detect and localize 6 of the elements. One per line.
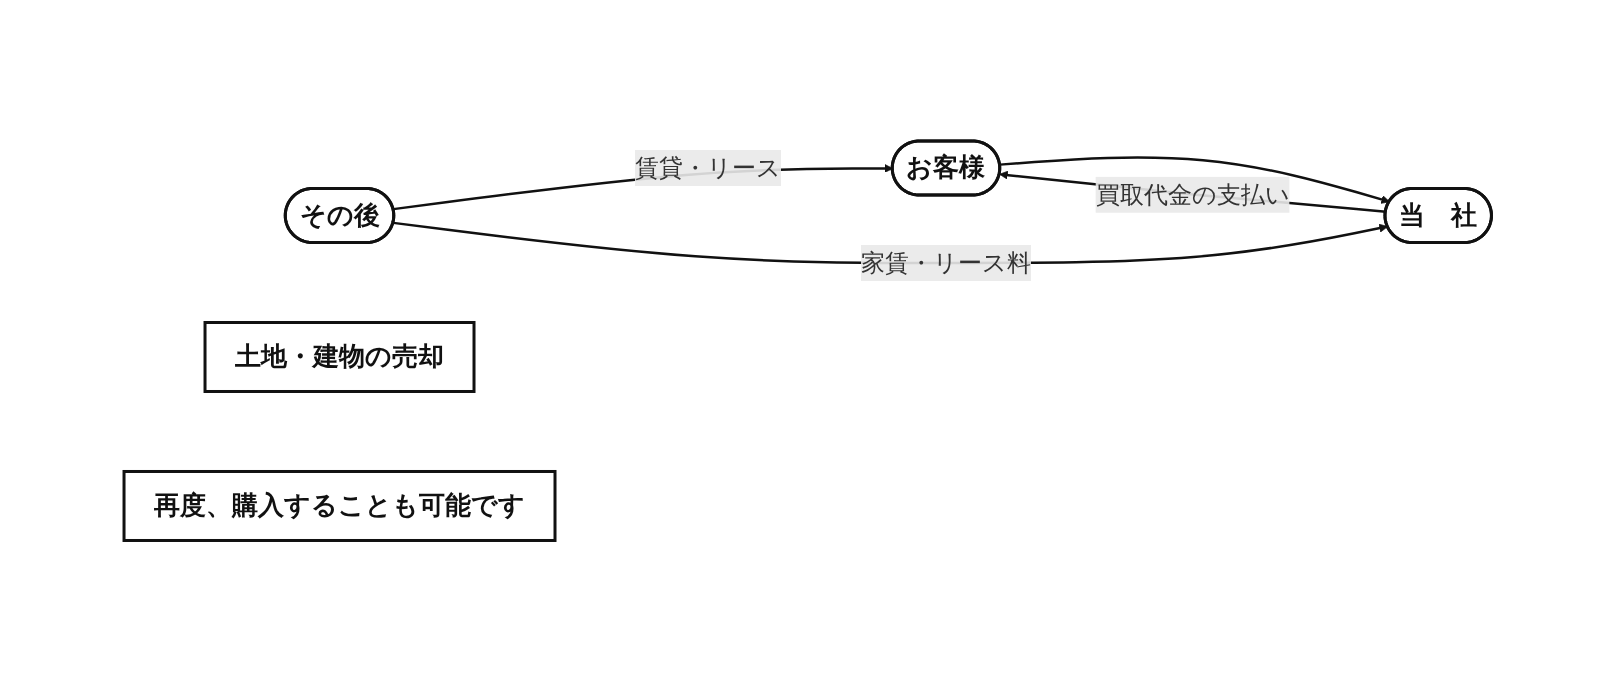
edge-label: 賃貸・リース [635,154,782,183]
node-box: 再度、購入することも可能です [122,470,557,543]
edge-label: 買取代金の支払い [1095,181,1290,210]
node-box: 土地・建物の売却 [203,321,476,394]
edge-label: 家賃・リース料 [861,249,1032,278]
arrow [1000,156,1391,205]
